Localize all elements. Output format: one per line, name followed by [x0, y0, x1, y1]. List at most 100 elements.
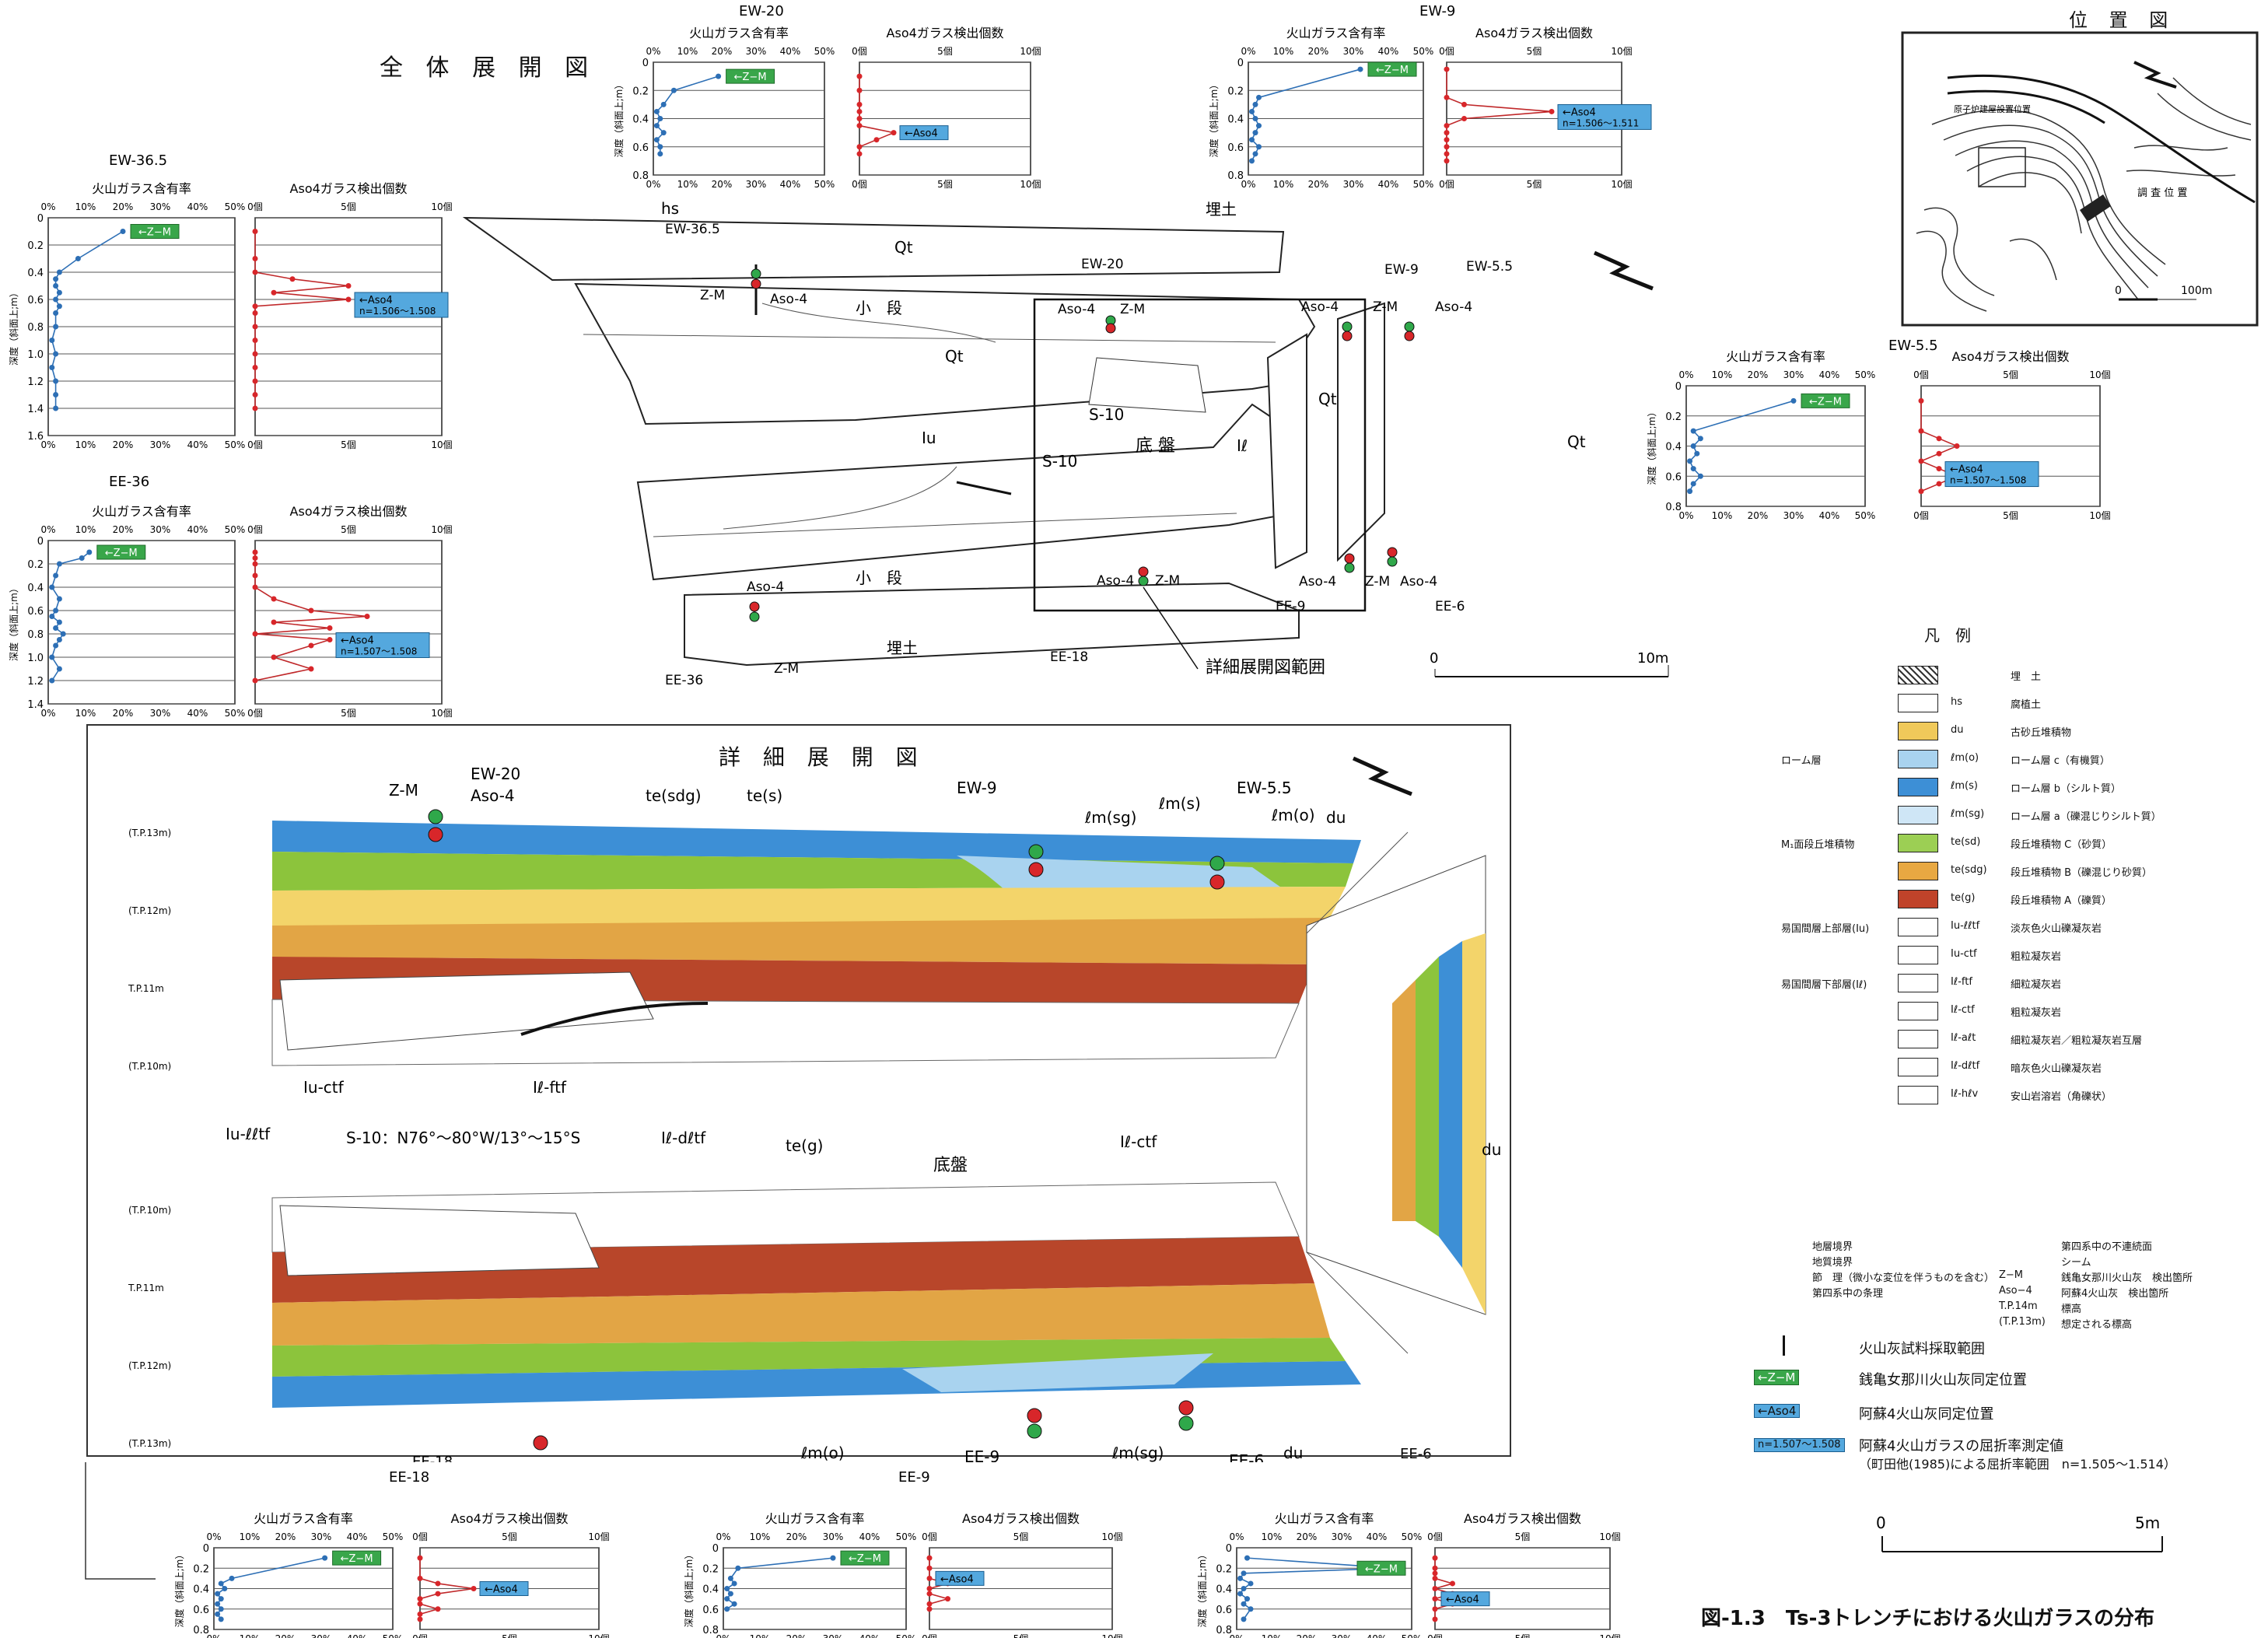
cnt-tick-label: 0個	[922, 1531, 937, 1542]
detail-unit-iu-lltf: Iu-ℓℓtf	[226, 1125, 271, 1143]
cnt-tick-label: 10個	[1611, 46, 1632, 57]
glass-point	[1687, 458, 1693, 464]
site-label-ew20: EW-20	[1081, 257, 1124, 272]
y-tick-label: 0	[1675, 381, 1682, 393]
bottom-connector	[85, 1462, 156, 1580]
overall-aso-text: Aso-4	[770, 292, 807, 307]
y-tick-label: 0.4	[632, 114, 649, 126]
pct-tick-label-bottom: 50%	[1855, 510, 1876, 521]
aso-point	[856, 101, 863, 107]
site-label-ee36: EE-36	[665, 673, 703, 684]
glass-panel-title: 火山ガラス含有率	[1275, 1511, 1374, 1526]
overall-south-wall	[636, 403, 1293, 581]
cnt-tick-label-bottom: 0個	[922, 1633, 937, 1638]
cnt-tick-label: 0個	[412, 1531, 428, 1542]
y-tick-label: 0	[642, 58, 649, 69]
y-tick-label: 0.6	[193, 1605, 209, 1616]
glass-point	[79, 555, 85, 561]
overall-s10-label-2: S-10	[1042, 452, 1077, 471]
glass-point	[1244, 1596, 1250, 1602]
glass-point	[657, 151, 663, 157]
y-axis-label: 深度（斜面上;m）	[8, 583, 19, 661]
cnt-tick-label: 10個	[588, 1531, 609, 1542]
aso-point	[364, 614, 370, 619]
legend-row: ℓm(o)ローム層 c（有機質）ローム層	[1750, 745, 2263, 773]
key-zm-tag: ←Z−M	[1754, 1370, 1800, 1385]
overall-qt-label-2: Qt	[945, 347, 964, 366]
pct-tick-label-bottom: 30%	[311, 1633, 332, 1638]
key-n-desc: 阿蘇4火山ガラスの屈折率測定値	[1859, 1438, 2064, 1454]
glass-point	[724, 1586, 730, 1591]
north-arrow-detail	[1352, 756, 1412, 796]
aso-panel-frame	[254, 540, 443, 705]
y-tick-label: 1.2	[27, 376, 44, 388]
glass-series-line	[51, 551, 90, 681]
glass-point	[56, 666, 62, 672]
aso-point	[1432, 1586, 1438, 1591]
key-zm-desc: 銭亀女那川火山灰同定位置	[1859, 1372, 2027, 1388]
cnt-tick-label: 0個	[247, 524, 263, 535]
aso-point	[271, 654, 277, 660]
pct-tick-label: 20%	[1297, 1531, 1318, 1542]
y-tick-label: 0.4	[1665, 442, 1682, 453]
glass-point	[731, 1601, 737, 1607]
pct-tick-label: 20%	[786, 1531, 807, 1542]
glass-panel-title: 火山ガラス含有率	[92, 504, 191, 519]
y-axis-label: 深度（斜面上;m）	[683, 1550, 695, 1628]
aso-point	[1444, 66, 1450, 72]
cnt-tick-label-bottom: 10個	[431, 439, 452, 450]
pct-tick-label: 20%	[275, 1531, 296, 1542]
aso-point	[271, 289, 277, 296]
cnt-tick-label: 10個	[1599, 1531, 1620, 1542]
pct-tick-label: 50%	[225, 524, 246, 535]
glass-panel-title: 火山ガラス含有率	[765, 1511, 865, 1526]
pct-tick-label: 20%	[113, 201, 134, 212]
pct-tick-label-bottom: 40%	[1378, 179, 1399, 190]
legend-desc: ローム層 a（礫混じりシルト質）	[2011, 811, 2161, 823]
overall-qt-label: Qt	[894, 238, 913, 257]
site-label-ee6: EE-6	[1435, 599, 1465, 614]
pct-tick-label: 10%	[1262, 1531, 1283, 1542]
cnt-tick-label-bottom: 10個	[431, 708, 452, 719]
detail-site-ee18: EE-18	[412, 1454, 453, 1462]
zm-tag-box	[332, 1550, 382, 1566]
overall-aso-text-2: Aso-4	[1058, 302, 1095, 317]
aso-point	[1432, 1565, 1438, 1571]
cnt-tick-label: 10個	[2089, 369, 2110, 380]
glass-point	[215, 1591, 221, 1597]
y-tick-label: 0	[1237, 58, 1244, 69]
aso-point	[1918, 397, 1924, 404]
glass-point	[49, 365, 55, 370]
pct-tick-label: 30%	[823, 1531, 844, 1542]
overall-upper-wall	[462, 216, 1285, 282]
pct-tick-label-bottom: 0%	[40, 439, 55, 450]
legend-line-item: 第四系中の不連続面	[1999, 1237, 2248, 1253]
legend-title: 凡 例	[1924, 626, 1971, 645]
aso-point	[417, 1601, 423, 1607]
aso-tag-box	[1557, 103, 1652, 130]
aso-point	[345, 296, 352, 303]
aso-point	[417, 1596, 423, 1602]
pct-tick-label: 0%	[1678, 369, 1693, 380]
glass-point	[218, 1616, 224, 1622]
aso-point	[417, 1611, 423, 1617]
aso-point	[252, 310, 258, 316]
glass-point	[222, 1586, 228, 1591]
legend-line-desc: 阿蘇4火山灰 検出箇所	[2061, 1288, 2169, 1300]
tp-label-4: (T.P.10m)	[128, 1061, 171, 1072]
zm-tag-box	[96, 544, 146, 560]
tp-label-6: T.P.11m	[128, 1283, 164, 1293]
aso-point	[926, 1565, 933, 1571]
legend-key: 火山灰試料採取範囲 ←Z−M 銭亀女那川火山灰同定位置 ←Aso4 阿蘇4火山灰…	[1750, 1334, 2263, 1480]
zm-tag-text: ←Z−M	[1376, 65, 1409, 76]
detail-site-ew9: EW-9	[957, 779, 997, 797]
aso-point	[327, 637, 333, 642]
detail-aso-text: Aso-4	[471, 786, 515, 805]
legend-line-desc: 節 理（微小な変位を伴うものを含む）	[1812, 1272, 1995, 1284]
y-tick-label: 0.4	[27, 268, 44, 279]
pct-tick-label-bottom: 20%	[1308, 179, 1329, 190]
y-tick-label: 0.6	[27, 295, 44, 306]
aso-point	[1450, 1580, 1455, 1587]
